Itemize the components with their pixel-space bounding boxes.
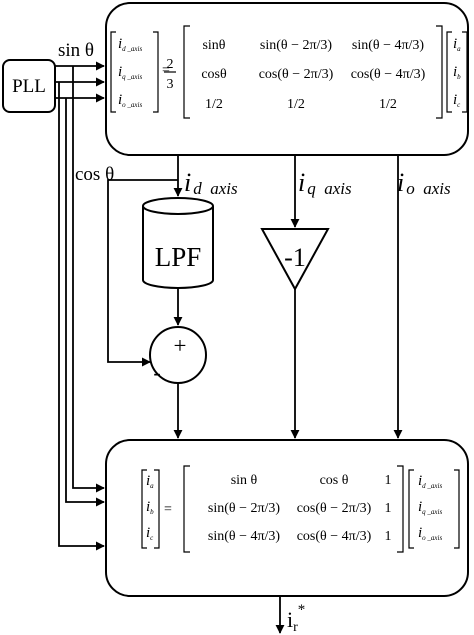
svg-text:2: 2: [167, 57, 174, 72]
svg-text:io _axis: io _axis: [418, 525, 442, 542]
svg-text:cos(θ − 4π/3): cos(θ − 4π/3): [297, 529, 372, 544]
sum-plus-label: +: [174, 333, 187, 358]
forward-equation: id _axis iq _axis io _axis = 2 3 sinθ si…: [110, 25, 468, 119]
svg-text:ic: ic: [453, 92, 461, 109]
lpf-label: LPF: [155, 242, 202, 272]
svg-text:cos(θ − 4π/3): cos(θ − 4π/3): [351, 67, 426, 82]
cos-theta-label: cos θ: [75, 164, 114, 185]
lpf-block: [142, 197, 214, 289]
svg-text:=: =: [162, 63, 170, 78]
svg-text:1: 1: [385, 529, 392, 544]
svg-text:3: 3: [167, 77, 174, 92]
svg-text:ib: ib: [453, 64, 461, 81]
inverse-equation: ia ib ic = sin θ cos θ 1 sin(θ − 2π/3) c…: [141, 465, 460, 553]
svg-text:1: 1: [385, 501, 392, 516]
forward-transform-block: [105, 2, 469, 156]
wire-pll-down-1: [58, 82, 105, 551]
svg-text:1/2: 1/2: [379, 97, 397, 112]
pll-block: [2, 59, 56, 113]
svg-text:sinθ: sinθ: [202, 38, 225, 53]
ir-output-label: ir*: [287, 602, 305, 635]
gain-label: -1: [284, 243, 306, 272]
svg-text:id _axis: id _axis: [418, 473, 442, 490]
svg-text:iq _axis: iq _axis: [418, 499, 442, 516]
sum-minus-label: -: [153, 360, 160, 385]
svg-text:=: =: [164, 502, 172, 517]
svg-text:ia: ia: [453, 36, 461, 53]
svg-text:1/2: 1/2: [287, 97, 305, 112]
svg-text:sin(θ − 2π/3): sin(θ − 2π/3): [208, 501, 281, 516]
sin-theta-label: sin θ: [58, 40, 94, 61]
inverse-transform-block: [105, 439, 469, 597]
gain-block: [260, 228, 330, 292]
svg-text:ib: ib: [146, 499, 154, 516]
wire-pll-down-2: [65, 98, 105, 507]
svg-text:sin(θ − 2π/3): sin(θ − 2π/3): [260, 38, 333, 53]
svg-text:cos(θ − 2π/3): cos(θ − 2π/3): [259, 67, 334, 82]
svg-text:cos(θ − 2π/3): cos(θ − 2π/3): [297, 501, 372, 516]
svg-text:sin(θ − 4π/3): sin(θ − 4π/3): [208, 529, 281, 544]
svg-text:sin(θ − 4π/3): sin(θ − 4π/3): [352, 38, 425, 53]
svg-text:ic: ic: [146, 525, 154, 542]
svg-text:id _axis: id _axis: [118, 36, 142, 53]
svg-text:cosθ: cosθ: [201, 67, 227, 82]
svg-text:ia: ia: [146, 473, 154, 490]
wire-pll-down-3: [72, 66, 105, 493]
pll-label: PLL: [12, 76, 46, 97]
svg-text:1/2: 1/2: [205, 97, 223, 112]
svg-text:iq _axis: iq _axis: [118, 64, 142, 81]
wire-id-bypass: [107, 179, 178, 367]
svg-text:1: 1: [385, 473, 392, 488]
svg-text:sin θ: sin θ: [231, 473, 258, 488]
svg-text:io _axis: io _axis: [118, 92, 142, 109]
svg-text:cos θ: cos θ: [320, 473, 349, 488]
